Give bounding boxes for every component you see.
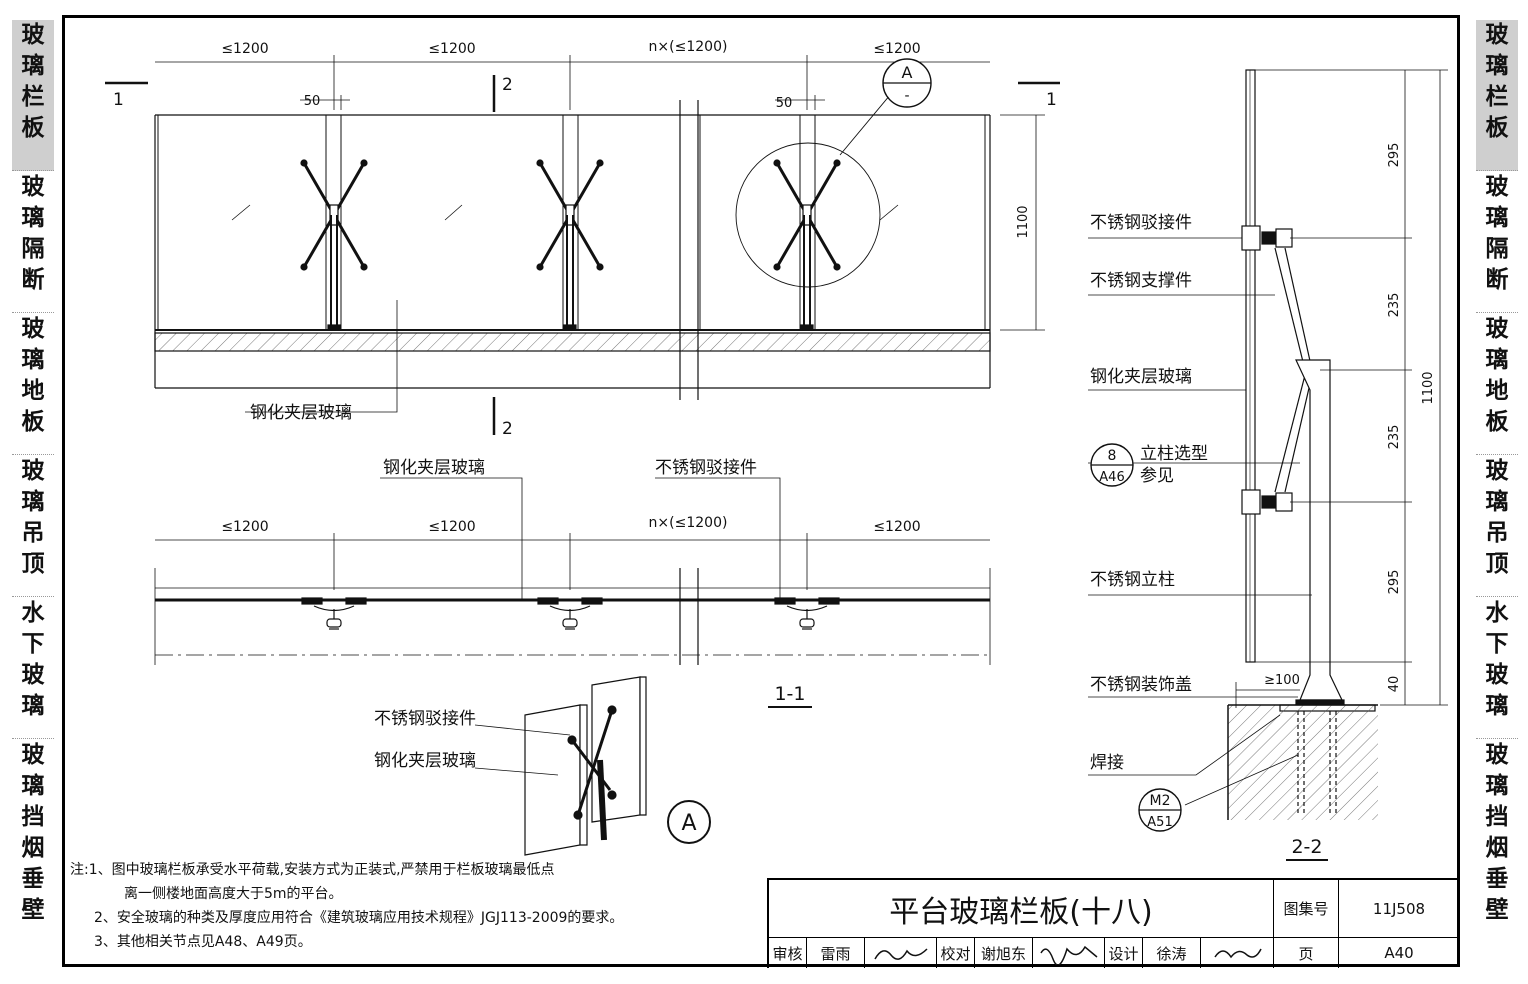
s22-label-weld: 焊接 xyxy=(1090,753,1124,773)
elev-dim-1: ≤1200 xyxy=(221,41,268,57)
tab-glass-floor[interactable]: 玻璃地板 xyxy=(12,314,54,455)
design-label: 设计 xyxy=(1105,938,1143,968)
s22-label-glass: 钢化夹层玻璃 xyxy=(1090,367,1192,387)
s22-dim-40: 40 xyxy=(1387,676,1402,693)
signature-icon xyxy=(873,948,928,960)
plan-dim-2: ≤1200 xyxy=(428,519,475,535)
gap-dim-left: 50 xyxy=(304,94,321,109)
note-1: 注:1、图中玻璃栏板承受水平荷载,安装方式为正装式,严禁用于栏板玻璃最低点 xyxy=(70,862,555,878)
atlas-no: 11J508 xyxy=(1339,880,1459,938)
s22-label-post-type: 立柱选型 xyxy=(1140,444,1208,464)
s22-dim-235-a: 235 xyxy=(1387,293,1402,318)
elevation-view: A - ≤1200 ≤1200 n×(≤1200) ≤1200 50 50 1 … xyxy=(105,39,1060,439)
tab-glass-ceiling-right[interactable]: 玻璃吊顶 xyxy=(1476,456,1518,597)
tab-glass-partition-right[interactable]: 玻璃隔断 xyxy=(1476,172,1518,313)
page-no: A40 xyxy=(1384,944,1414,962)
detail-ref-a: A xyxy=(902,63,913,82)
tab-underwater-glass-right[interactable]: 水下玻璃 xyxy=(1476,598,1518,739)
s22-label-see: 参见 xyxy=(1140,466,1174,486)
section-mark-1-left: 1 xyxy=(113,90,124,110)
s22-min-offset: ≥100 xyxy=(1264,673,1300,688)
plan-view: ≤1200 ≤1200 n×(≤1200) ≤1200 钢化夹层玻璃 不锈钢驳接… xyxy=(154,458,991,708)
signature-icon xyxy=(1214,948,1262,959)
designer-signature xyxy=(1201,938,1274,968)
tab-glass-ceiling[interactable]: 玻璃吊顶 xyxy=(12,456,54,597)
s22-dim-total: 1100 xyxy=(1421,371,1436,404)
tab-glass-railing-right[interactable]: 玻璃栏板 xyxy=(1476,20,1518,171)
plan-dim-3: n×(≤1200) xyxy=(649,515,728,531)
check-label: 校对 xyxy=(937,938,975,968)
elev-height-dim: 1100 xyxy=(1016,205,1031,238)
plan-dim-4: ≤1200 xyxy=(873,519,920,535)
elev-dim-3: n×(≤1200) xyxy=(649,39,728,55)
elev-dim-2: ≤1200 xyxy=(428,41,475,57)
left-tab-strip: 玻璃栏板 玻璃隔断 玻璃地板 玻璃吊顶 水下玻璃 玻璃挡烟垂壁 xyxy=(12,20,54,960)
s22-dim-295-top: 295 xyxy=(1387,143,1402,168)
checker-signature xyxy=(1033,938,1105,968)
s22-label-cover: 不锈钢装饰盖 xyxy=(1090,675,1192,695)
section-2-2-view: 295 235 235 295 40 1100 ≥100 不锈钢驳接件 不锈钢支… xyxy=(1088,69,1448,861)
section-mark-1-right: 1 xyxy=(1046,90,1057,110)
detail-a-view: 不锈钢驳接件 钢化夹层玻璃 A xyxy=(374,676,711,856)
section-title-1-1: 1-1 xyxy=(774,683,805,705)
drawing-title: 平台玻璃栏板(十八) xyxy=(769,880,1274,938)
svg-text:-: - xyxy=(904,88,909,104)
detail-glass-label: 钢化夹层玻璃 xyxy=(374,751,476,771)
svg-text:A: A xyxy=(681,811,696,836)
section-mark-2-top: 2 xyxy=(502,75,513,95)
reviewer-name: 雷雨 xyxy=(807,938,865,968)
note-3: 3、其他相关节点见A48、A49页。 xyxy=(94,934,312,950)
designer-name: 徐涛 xyxy=(1143,938,1201,968)
svg-text:A46: A46 xyxy=(1099,470,1124,485)
page-label: 页 xyxy=(1274,938,1339,968)
notes-block: 注:1、图中玻璃栏板承受水平荷载,安装方式为正装式,严禁用于栏板玻璃最低点 离一… xyxy=(70,858,770,954)
checker-name: 谢旭东 xyxy=(975,938,1033,968)
section-mark-2-bottom: 2 xyxy=(502,419,513,439)
s22-dim-235-b: 235 xyxy=(1387,425,1402,450)
svg-text:M2: M2 xyxy=(1150,793,1171,809)
s22-label-support: 不锈钢支撑件 xyxy=(1090,271,1192,291)
s22-label-post: 不锈钢立柱 xyxy=(1090,570,1175,590)
plan-dim-1: ≤1200 xyxy=(221,519,268,535)
right-tab-strip: 玻璃栏板 玻璃隔断 玻璃地板 玻璃吊顶 水下玻璃 玻璃挡烟垂壁 xyxy=(1476,20,1518,960)
tab-smoke-barrier[interactable]: 玻璃挡烟垂壁 xyxy=(21,742,45,923)
svg-text:A51: A51 xyxy=(1147,815,1172,830)
s22-dim-295-bottom: 295 xyxy=(1387,570,1402,595)
title-block: 平台玻璃栏板(十八) 图集号 11J508 审核 雷雨 校对 谢旭东 设计 徐涛… xyxy=(767,878,1459,968)
atlas-no-label: 图集号 xyxy=(1274,880,1339,938)
signature-icon xyxy=(1039,945,1097,965)
plan-glass-label: 钢化夹层玻璃 xyxy=(383,458,485,478)
elev-dim-4: ≤1200 xyxy=(873,41,920,57)
detail-fitting-label: 不锈钢驳接件 xyxy=(374,709,476,729)
tab-underwater-glass[interactable]: 水下玻璃 xyxy=(12,598,54,739)
detail-a-bubble[interactable] xyxy=(667,800,711,844)
svg-text:8: 8 xyxy=(1108,448,1117,464)
tab-glass-railing[interactable]: 玻璃栏板 xyxy=(12,20,54,171)
tab-glass-floor-right[interactable]: 玻璃地板 xyxy=(1476,314,1518,455)
review-label: 审核 xyxy=(769,938,807,968)
tab-glass-partition[interactable]: 玻璃隔断 xyxy=(12,172,54,313)
section-title-2-2: 2-2 xyxy=(1291,836,1322,858)
gap-dim-right: 50 xyxy=(776,96,793,111)
tab-smoke-barrier-right[interactable]: 玻璃挡烟垂壁 xyxy=(1485,742,1509,923)
drawing-frame xyxy=(62,15,1460,967)
note-1-cont: 离一侧楼地面高度大于5m的平台。 xyxy=(124,886,343,902)
s22-label-fitting: 不锈钢驳接件 xyxy=(1090,213,1192,233)
plan-fitting-label: 不锈钢驳接件 xyxy=(655,458,757,478)
elev-glass-label: 钢化夹层玻璃 xyxy=(250,403,352,423)
note-2: 2、安全玻璃的种类及厚度应用符合《建筑玻璃应用技术规程》JGJ113-2009的… xyxy=(94,910,624,926)
reviewer-signature xyxy=(865,938,937,968)
